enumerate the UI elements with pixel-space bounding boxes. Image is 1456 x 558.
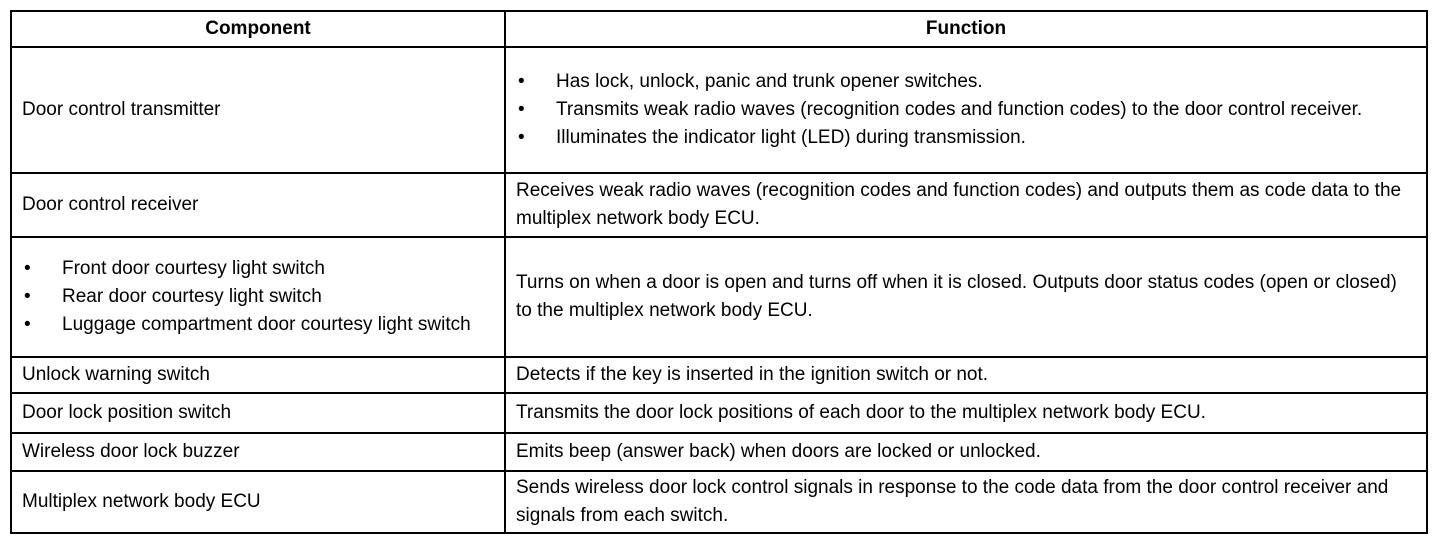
function-cell: Turns on when a door is open and turns o… xyxy=(504,236,1428,358)
function-text: Detects if the key is inserted in the ig… xyxy=(516,364,989,385)
table-row: Wireless door lock buzzer Emits beep (ans… xyxy=(10,432,1428,472)
function-text: Emits beep (answer back) when doors are … xyxy=(516,441,1041,462)
function-text: Turns on when a door is open and turns o… xyxy=(516,272,1397,321)
function-cell: Transmits the door lock positions of eac… xyxy=(504,392,1428,434)
table-body: Door control transmitter • Has lock, unloc… xyxy=(10,46,1428,534)
function-cell: • Has lock, unlock, panic and trunk opene… xyxy=(504,46,1428,174)
component-text: Wireless door lock buzzer xyxy=(22,441,240,462)
component-text: Luggage compartment door courtesy light … xyxy=(62,314,471,335)
table-row: • Front door courtesy light switch • Rear d… xyxy=(10,236,1428,358)
component-function-table: Component Function Door control transmit… xyxy=(10,10,1428,534)
function-text: Illuminates the indicator light (LED) du… xyxy=(556,127,1026,148)
component-column-header: Component xyxy=(10,10,506,48)
function-column-header: Function xyxy=(504,10,1428,48)
table-row: Unlock warning switch Detects if the key … xyxy=(10,356,1428,394)
function-text: Transmits weak radio waves (recognition … xyxy=(556,99,1363,120)
bullet-icon: • xyxy=(24,286,31,307)
table-row: Door control receiver Receives weak radio… xyxy=(10,172,1428,238)
table-row: Door lock position switch Transmits the d… xyxy=(10,392,1428,434)
list-item: • Transmits weak radio waves (recognition… xyxy=(516,96,1416,124)
list-item: • Rear door courtesy light switch xyxy=(22,283,494,311)
function-text: Receives weak radio waves (recognition c… xyxy=(516,180,1402,229)
bullet-icon: • xyxy=(518,127,525,148)
component-text: Multiplex network body ECU xyxy=(22,491,261,512)
component-cell: Multiplex network body ECU xyxy=(10,470,506,534)
component-text: Unlock warning switch xyxy=(22,364,210,385)
table-row: Multiplex network body ECU Sends wireless… xyxy=(10,470,1428,534)
header-row: Component Function xyxy=(10,10,1428,48)
function-cell: Detects if the key is inserted in the ig… xyxy=(504,356,1428,394)
bullet-icon: • xyxy=(518,99,525,120)
component-text: Door control receiver xyxy=(22,194,199,215)
component-cell: Door lock position switch xyxy=(10,392,506,434)
list-item: • Front door courtesy light switch xyxy=(22,255,494,283)
list-item: • Has lock, unlock, panic and trunk opene… xyxy=(516,68,1416,96)
function-cell: Sends wireless door lock control signals… xyxy=(504,470,1428,534)
component-cell: Wireless door lock buzzer xyxy=(10,432,506,472)
function-text: Transmits the door lock positions of eac… xyxy=(516,402,1206,423)
component-bullet-list: • Front door courtesy light switch • Rear d… xyxy=(22,255,494,339)
function-bullet-list: • Has lock, unlock, panic and trunk opene… xyxy=(516,68,1416,152)
component-text: Door control transmitter xyxy=(22,99,221,120)
table-row: Door control transmitter • Has lock, unloc… xyxy=(10,46,1428,174)
bullet-icon: • xyxy=(24,314,31,335)
function-cell: Receives weak radio waves (recognition c… xyxy=(504,172,1428,238)
component-cell: Door control receiver xyxy=(10,172,506,238)
list-item: • Illuminates the indicator light (LED) d… xyxy=(516,124,1416,152)
component-cell: Unlock warning switch xyxy=(10,356,506,394)
bullet-icon: • xyxy=(24,258,31,279)
function-text: Has lock, unlock, panic and trunk opener… xyxy=(556,71,983,92)
component-cell: Door control transmitter xyxy=(10,46,506,174)
bullet-icon: • xyxy=(518,71,525,92)
list-item: • Luggage compartment door courtesy light… xyxy=(22,311,494,339)
function-text: Sends wireless door lock control signals… xyxy=(516,477,1389,526)
component-text: Door lock position switch xyxy=(22,402,232,423)
component-cell: • Front door courtesy light switch • Rear d… xyxy=(10,236,506,358)
function-cell: Emits beep (answer back) when doors are … xyxy=(504,432,1428,472)
component-text: Front door courtesy light switch xyxy=(62,258,325,279)
component-text: Rear door courtesy light switch xyxy=(62,286,322,307)
